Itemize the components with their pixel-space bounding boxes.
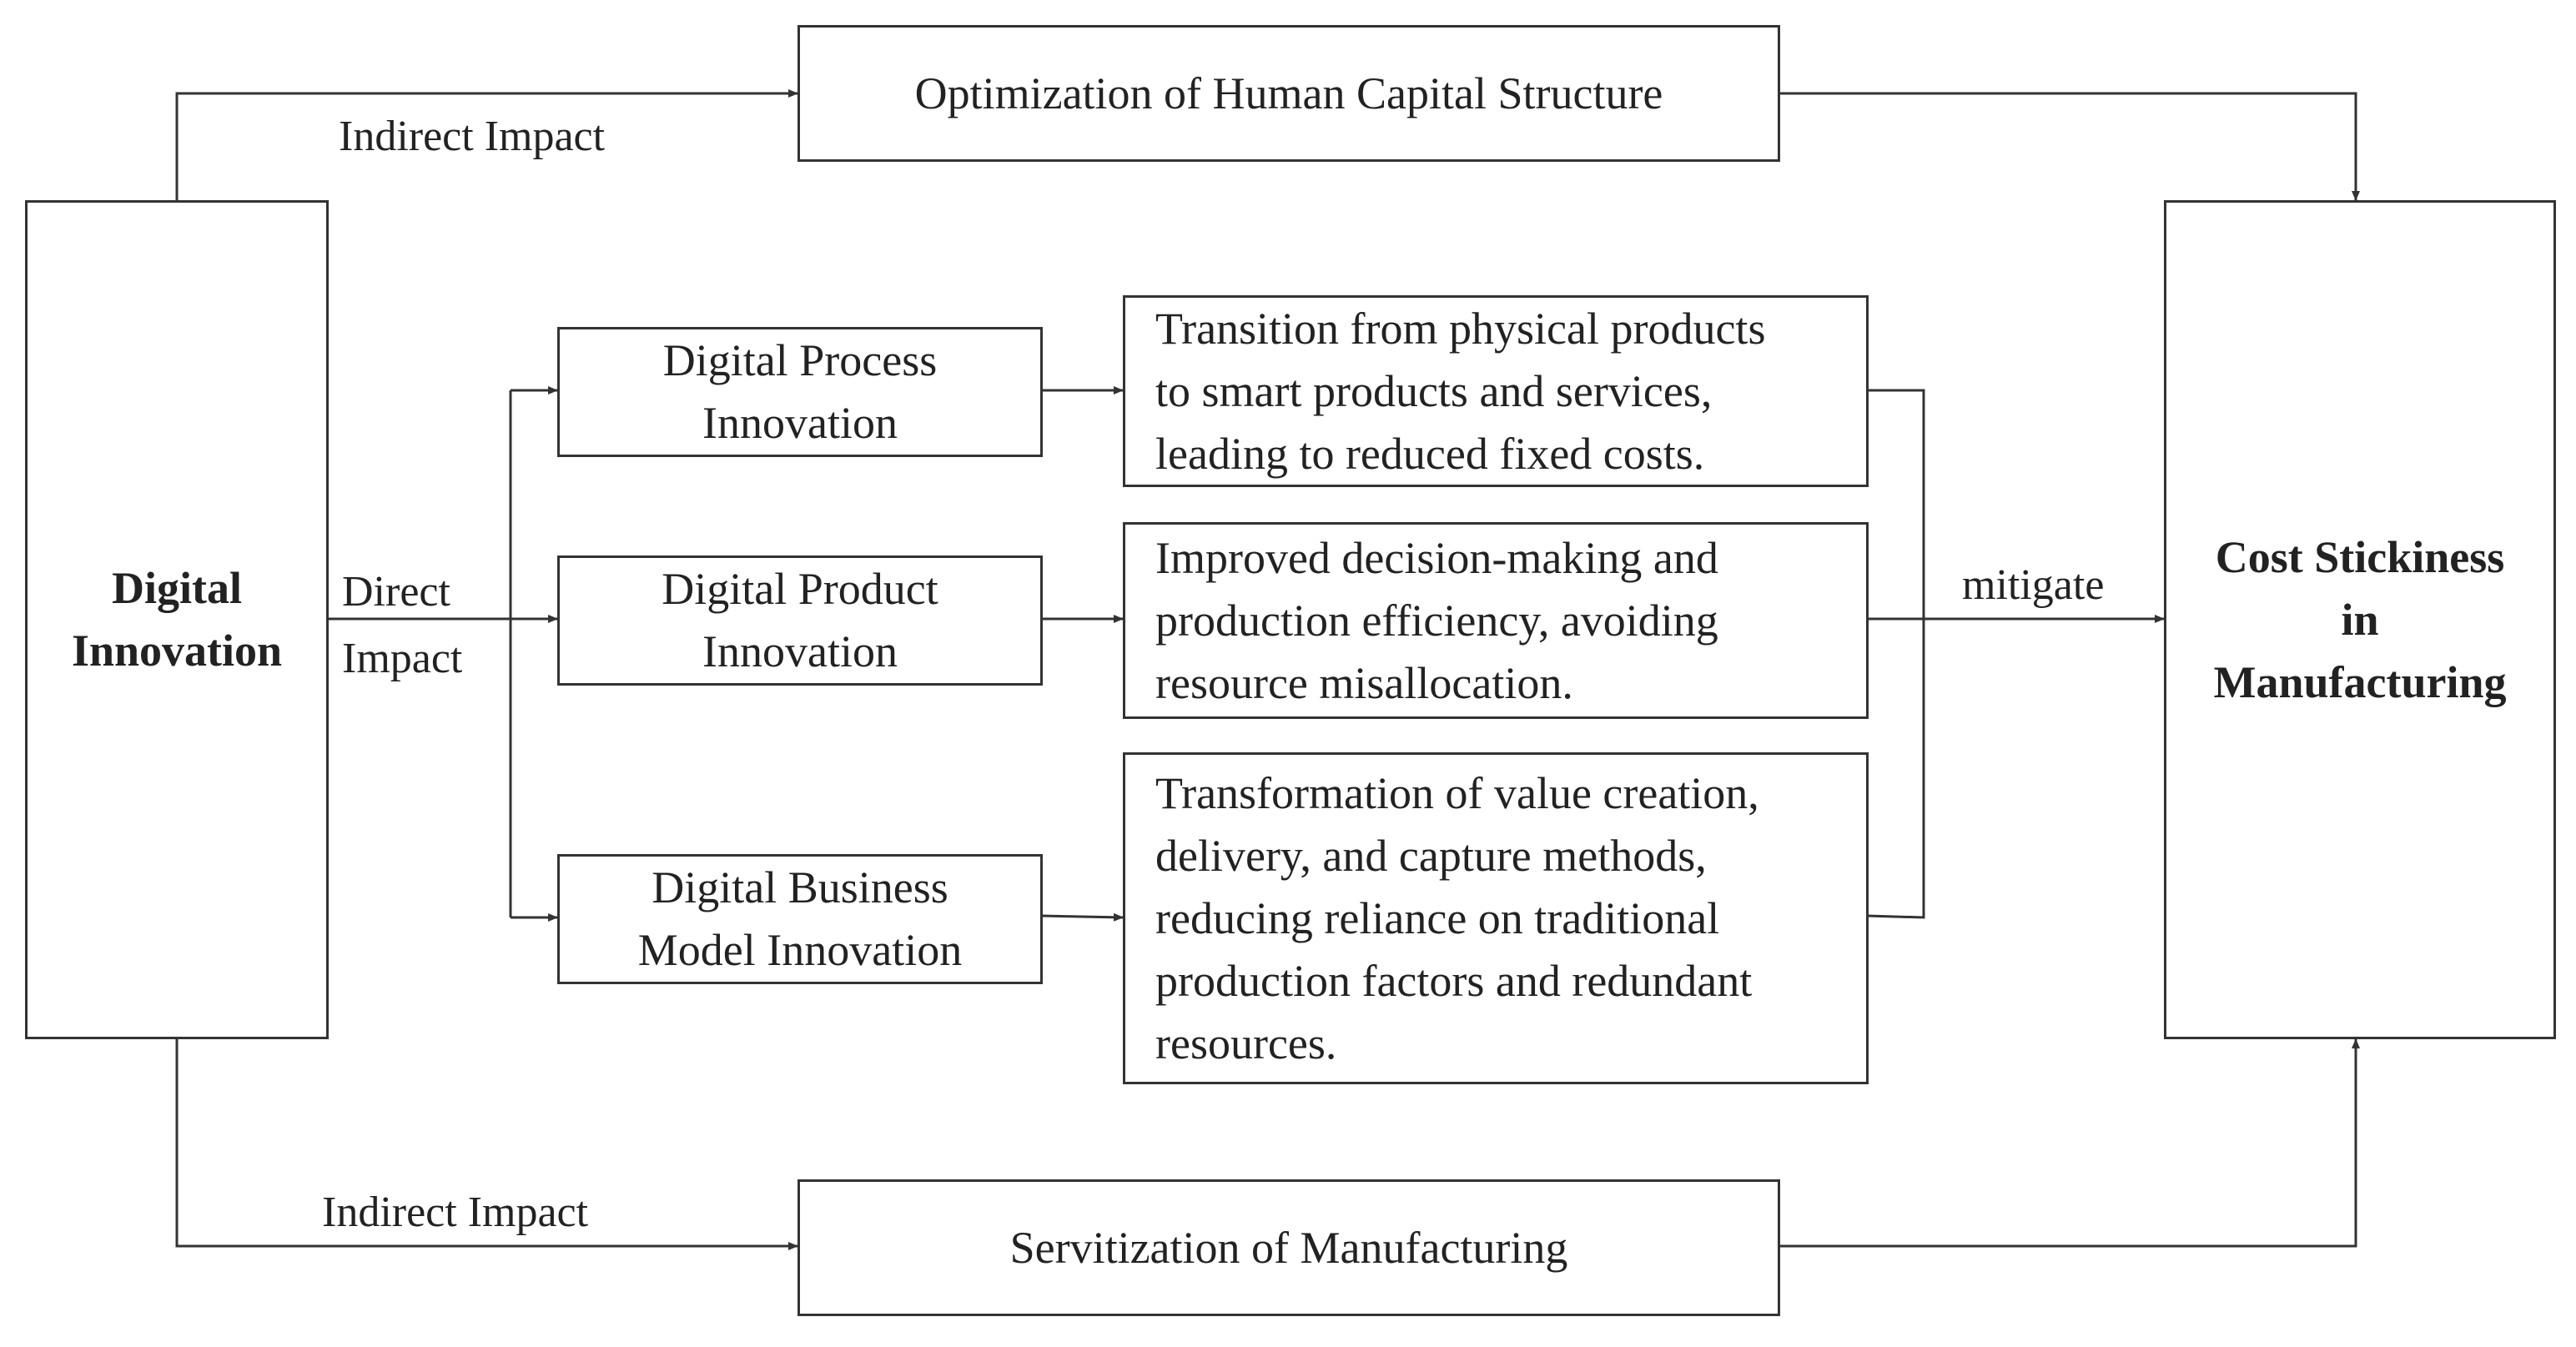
effect-1-line-1: Transition from physical products: [1155, 303, 1766, 354]
mitigate-label: mitigate: [1962, 561, 2105, 609]
process-innovation-line2: Innovation: [702, 398, 898, 448]
effects-bracket: [1866, 389, 1925, 919]
direct-impact-line2: Impact: [342, 635, 463, 682]
product-innovation-box: Digital Product Innovation: [557, 555, 1043, 686]
direct-impact-line1: Direct: [342, 568, 450, 616]
indirect-bottom-arrow: [175, 1038, 798, 1250]
effect-1-line-3: leading to reduced fixed costs.: [1155, 428, 1705, 479]
product-innovation-line1: Digital Product: [662, 564, 938, 614]
effect-2-line-2: production efficiency, avoiding: [1155, 595, 1718, 646]
digital-innovation-line1: Digital: [111, 563, 242, 613]
effect-2-line-1: Improved decision-making and: [1155, 532, 1718, 583]
human-capital-box: Optimization of Human Capital Structure: [797, 25, 1780, 162]
effect-3-line-1: Transformation of value creation,: [1155, 767, 1759, 818]
value-creation-effect-box: Transformation of value creation, delive…: [1123, 752, 1869, 1084]
product-innovation-line2: Innovation: [702, 626, 898, 676]
cost-stickiness-box: Cost Stickiness in Manufacturing: [2164, 200, 2556, 1039]
effect-1-line-2: to smart products and services,: [1155, 365, 1713, 416]
digital-innovation-box: Digital Innovation: [25, 200, 329, 1039]
indirect-impact-top-label: Indirect Impact: [339, 113, 606, 160]
cost-stickiness-line2: in: [2341, 594, 2379, 645]
business-model-innovation-box: Digital Business Model Innovation: [557, 854, 1043, 984]
business-model-innovation-line1: Digital Business: [652, 862, 948, 912]
cost-stickiness-line1: Cost Stickiness: [2215, 531, 2505, 582]
cost-stickiness-line3: Manufacturing: [2213, 656, 2507, 707]
top-to-target-arrow: [1779, 92, 2360, 201]
indirect-top-arrow: [175, 89, 798, 202]
indirect-impact-bottom-label: Indirect Impact: [322, 1189, 589, 1236]
business-model-innovation-line2: Model Innovation: [637, 925, 963, 975]
direct-impact-label: Direct Impact: [342, 559, 462, 692]
human-capital-label: Optimization of Human Capital Structure: [914, 68, 1663, 118]
business-to-effect-arrow: [1040, 912, 1124, 922]
servitization-label: Servitization of Manufacturing: [1009, 1222, 1568, 1273]
process-innovation-line1: Digital Process: [662, 335, 938, 385]
effect-2-line-3: resource misallocation.: [1155, 657, 1573, 708]
fixed-costs-effect-box: Transition from physical products to sma…: [1123, 295, 1869, 487]
servitization-box: Servitization of Manufacturing: [797, 1179, 1780, 1316]
efficiency-effect-box: Improved decision-making and production …: [1123, 522, 1869, 719]
bottom-to-target-arrow: [1779, 1038, 2360, 1248]
digital-innovation-line2: Innovation: [71, 626, 283, 676]
process-innovation-box: Digital Process Innovation: [557, 327, 1043, 457]
effect-3-line-4: production factors and redundant: [1155, 955, 1753, 1006]
effect-3-line-3: reducing reliance on traditional: [1155, 892, 1720, 943]
effect-3-line-2: delivery, and capture methods,: [1155, 830, 1707, 881]
effect-3-line-5: resources.: [1155, 1018, 1337, 1068]
